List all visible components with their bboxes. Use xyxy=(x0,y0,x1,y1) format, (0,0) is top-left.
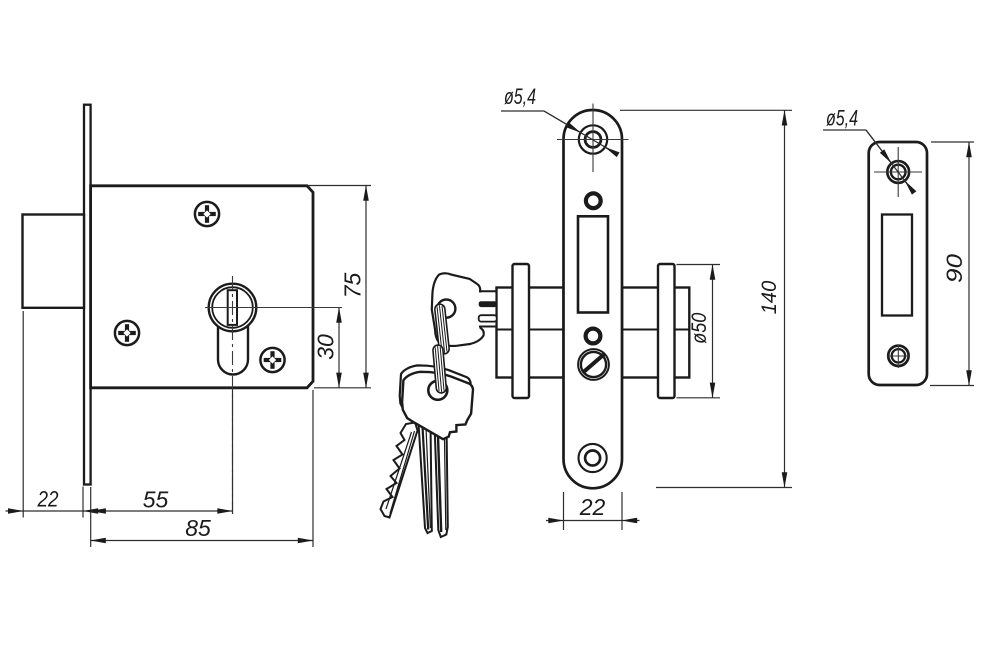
svg-text:30: 30 xyxy=(313,334,339,360)
svg-text:75: 75 xyxy=(340,273,366,299)
svg-text:ø5,4: ø5,4 xyxy=(504,84,536,109)
svg-text:22: 22 xyxy=(37,487,59,512)
svg-text:ø5,4: ø5,4 xyxy=(826,106,858,131)
svg-text:55: 55 xyxy=(143,487,169,513)
svg-text:90: 90 xyxy=(942,253,967,283)
svg-text:85: 85 xyxy=(185,515,211,541)
svg-text:140: 140 xyxy=(757,281,781,315)
svg-text:ø50: ø50 xyxy=(688,312,711,343)
svg-text:22: 22 xyxy=(579,494,606,520)
